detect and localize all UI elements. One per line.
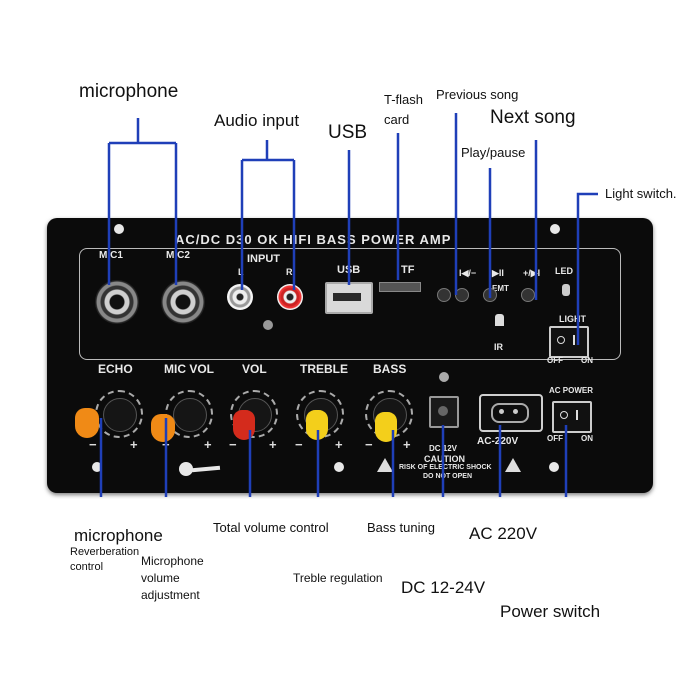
callout-audio-input: Audio input (214, 111, 300, 130)
callout-previous-song: Previous song (436, 87, 519, 102)
callout-reverb-1: Reverberation (70, 546, 140, 558)
microphone-logo-icon (179, 462, 193, 476)
ac-on-label: ON (581, 434, 593, 443)
light-label: LIGHT (559, 314, 586, 324)
ir-label: IR (494, 342, 503, 352)
light-switch[interactable] (549, 326, 589, 358)
ir-receiver (495, 314, 504, 326)
screw (263, 320, 273, 330)
mic1-label: MIC1 (99, 250, 123, 261)
ac-socket[interactable] (479, 394, 543, 432)
callout-micvol-2: volume (141, 571, 180, 585)
echo-knob[interactable] (95, 390, 143, 438)
mic-vol-plus: + (204, 437, 212, 452)
panel-title: AC/DC D30 OK HIFI BASS POWER AMP (175, 232, 452, 247)
vol-minus: − (229, 437, 237, 452)
mode-button[interactable] (437, 288, 451, 302)
callout-microphone-bottom: microphone (74, 526, 163, 545)
callout-bass-tuning: Bass tuning (367, 520, 435, 535)
usb-port[interactable] (325, 282, 373, 314)
ac-power-switch[interactable] (552, 401, 592, 433)
caution-line-2: DO NOT OPEN (423, 473, 473, 480)
ac-socket-label: AC-220V (477, 436, 519, 447)
callout-tflash-1: T-flash (384, 92, 424, 107)
mic-vol-knob-cap (151, 414, 175, 442)
mic-vol-minus: − (162, 437, 170, 452)
callout-micvol-3: adjustment (141, 588, 200, 602)
callout-dc: DC 12-24V (401, 578, 486, 597)
mount-hole (550, 224, 560, 234)
led-label: LED (555, 266, 573, 276)
light-off-label: OFF (547, 356, 563, 365)
previous-song-button[interactable] (455, 288, 469, 302)
warning-triangle-icon (505, 458, 521, 472)
callout-reverb-2: control (70, 561, 104, 573)
usb-label: USB (337, 264, 361, 276)
emt-label: EMT (492, 284, 509, 293)
mic2-label: MIC2 (166, 250, 190, 261)
mic1-jack[interactable] (95, 280, 139, 324)
treble-knob-cap (306, 410, 328, 440)
mount-hole (334, 462, 344, 472)
callout-next-song: Next song (490, 107, 576, 128)
callout-microphone-top: microphone (79, 81, 179, 102)
input-l-label: L (238, 267, 244, 277)
callout-play-pause: Play/pause (461, 145, 526, 160)
callout-treble-regulation: Treble regulation (293, 571, 383, 585)
callout-tflash-2: card (384, 112, 410, 127)
tf-card-slot[interactable] (379, 282, 421, 292)
led-indicator (562, 284, 570, 296)
echo-label: ECHO (98, 362, 133, 376)
dc-jack[interactable] (429, 396, 459, 428)
callout-power-switch: Power switch (500, 602, 601, 621)
warning-triangle-icon (377, 458, 393, 472)
caution-line-1: RISK OF ELECTRIC SHOCK (399, 464, 492, 471)
prev-button-label: I◀/− (459, 268, 477, 278)
mount-hole (549, 462, 559, 472)
bass-plus: + (403, 437, 411, 452)
vol-label: VOL (242, 362, 267, 376)
dc-jack-label: DC 12V (429, 444, 458, 453)
mic-vol-label: MIC VOL (164, 362, 214, 376)
echo-plus: + (130, 437, 138, 452)
mount-hole (114, 224, 124, 234)
treble-label: TREBLE (300, 362, 348, 376)
rca-right-jack[interactable] (277, 284, 303, 310)
vol-knob-cap (233, 410, 255, 440)
ac-off-label: OFF (547, 434, 563, 443)
mic-vol-knob[interactable] (165, 390, 213, 438)
ac-power-label: AC POWER (549, 386, 593, 395)
treble-plus: + (335, 437, 343, 452)
bass-minus: − (365, 437, 373, 452)
input-label: INPUT (247, 253, 280, 265)
play-button-label: ▶II (492, 268, 504, 278)
tf-label: TF (401, 264, 415, 276)
bass-knob-cap (375, 412, 397, 442)
rca-left-jack[interactable] (227, 284, 253, 310)
play-pause-button[interactable] (483, 288, 497, 302)
microphone-logo-handle (191, 465, 221, 473)
amplifier-panel: AC/DC D30 OK HIFI BASS POWER AMP MIC1 MI… (47, 218, 653, 493)
input-r-label: R (286, 267, 293, 277)
callout-micvol-1: Microphone (141, 554, 204, 568)
next-button-label: +/▶I (523, 268, 541, 278)
callout-light-switch: Light switch. (605, 186, 677, 201)
callout-ac: AC 220V (469, 524, 538, 543)
echo-minus: − (89, 437, 97, 452)
light-on-label: ON (581, 356, 593, 365)
mount-hole (92, 462, 102, 472)
vol-plus: + (269, 437, 277, 452)
bass-label: BASS (373, 362, 407, 376)
treble-minus: − (295, 437, 303, 452)
callout-usb: USB (328, 122, 368, 143)
caution-title: CAUTION (424, 454, 465, 464)
mic2-jack[interactable] (161, 280, 205, 324)
echo-knob-cap (75, 408, 99, 438)
next-song-button[interactable] (521, 288, 535, 302)
dc-screw (439, 372, 449, 382)
callout-total-volume: Total volume control (213, 520, 329, 535)
